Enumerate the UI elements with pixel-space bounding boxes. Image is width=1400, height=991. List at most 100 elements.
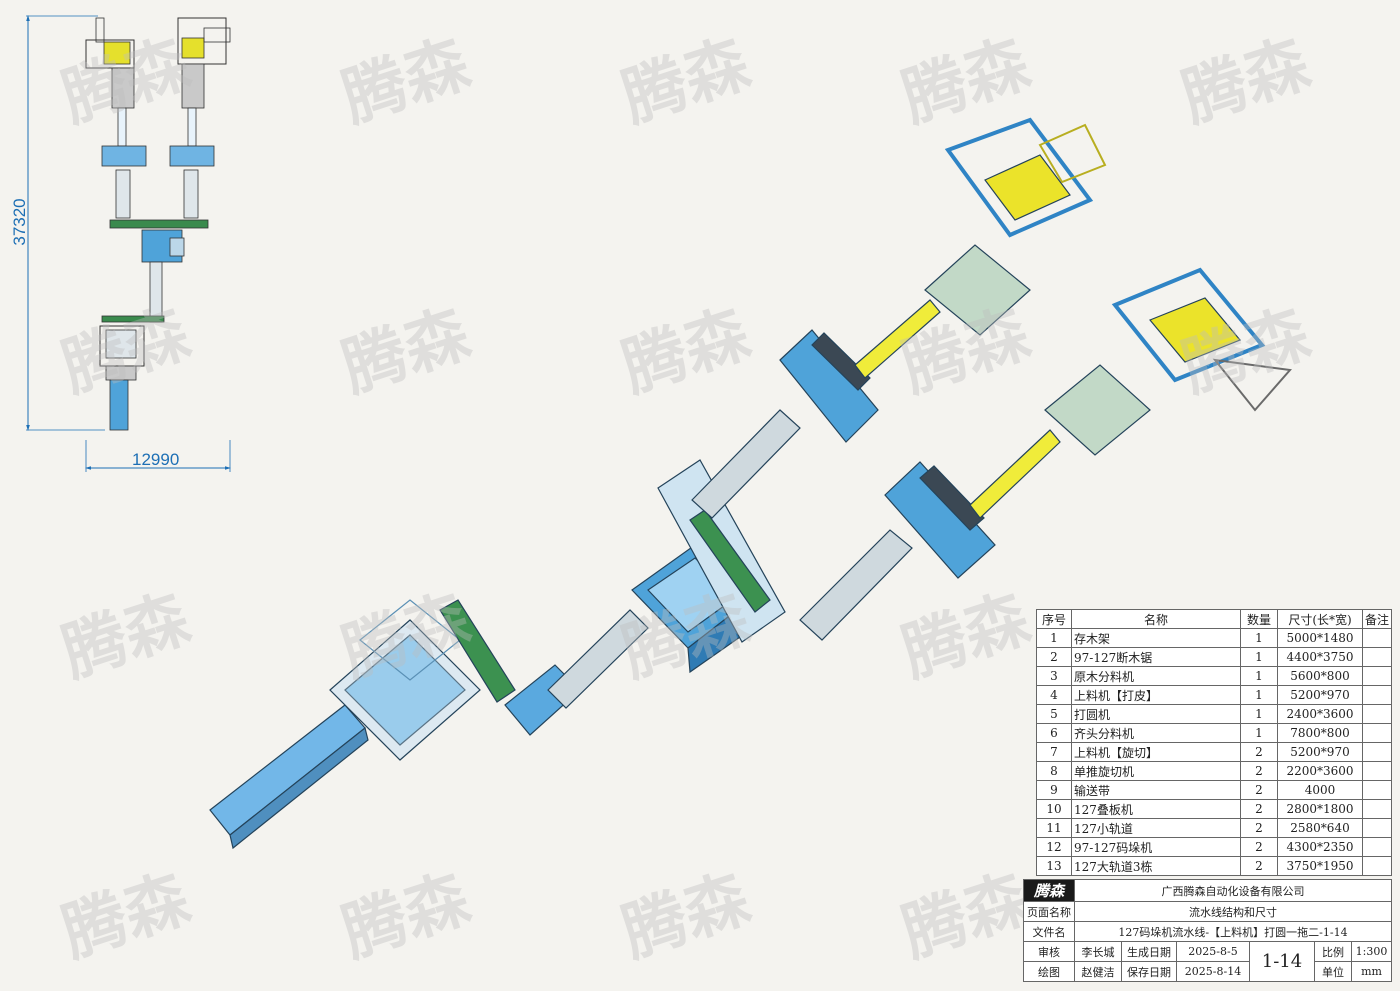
- bom-cell-note: [1362, 780, 1392, 800]
- bom-cell-no: 8: [1036, 761, 1072, 781]
- bom-cell-no: 10: [1036, 799, 1072, 819]
- feed-ramp-lower: [799, 529, 913, 641]
- bom-cell-size: 7800*800: [1277, 723, 1363, 743]
- feed-ramp-1: [547, 609, 649, 709]
- bom-cell-no: 7: [1036, 742, 1072, 762]
- bom-cell-note: [1362, 818, 1392, 838]
- bom-cell-size: 5200*970: [1277, 685, 1363, 705]
- height-dimension-text: 37320: [10, 198, 29, 246]
- bom-cell-qty: 2: [1240, 780, 1278, 800]
- large-track-lower: [1212, 358, 1292, 412]
- bom-cell-qty: 1: [1240, 666, 1278, 686]
- bom-cell-name: 97-127码垛机: [1071, 837, 1241, 857]
- bom-cell-size: 2580*640: [1277, 818, 1363, 838]
- bom-cell-no: 4: [1036, 685, 1072, 705]
- bom-cell-qty: 2: [1240, 799, 1278, 819]
- large-track-upper: [1038, 123, 1107, 184]
- bom-cell-size: 5600*800: [1277, 666, 1363, 686]
- bom-cell-no: 12: [1036, 837, 1072, 857]
- company-name: 广西腾森自动化设备有限公司: [1074, 879, 1392, 902]
- reviewer-name: 李长城: [1074, 941, 1122, 962]
- overview-plan: [26, 15, 231, 472]
- company-logo: 腾森: [1023, 879, 1075, 902]
- bom-cell-name: 127大轨道3栋: [1071, 856, 1241, 876]
- log-rack: [209, 704, 366, 836]
- feed-ramp-upper: [691, 409, 801, 519]
- bom-cell-note: [1362, 856, 1392, 876]
- bom-cell-qty: 2: [1240, 818, 1278, 838]
- rotary-peeler-lower: [884, 461, 996, 579]
- bom-cell-qty: 1: [1240, 628, 1278, 648]
- bom-header-name: 名称: [1071, 609, 1241, 629]
- scale-value: 1:300: [1351, 941, 1392, 962]
- bom-cell-name: 打圆机: [1071, 704, 1241, 724]
- production-line-3d: [209, 117, 1292, 850]
- saved-label: 保存日期: [1121, 961, 1177, 982]
- bom-cell-no: 3: [1036, 666, 1072, 686]
- drawing-number: 1-14: [1249, 941, 1315, 982]
- bom-cell-qty: 1: [1240, 723, 1278, 743]
- bom-cell-qty: 1: [1240, 647, 1278, 667]
- file-name: 127码垛机流水线-【上料机】打圆一拖二-1-14: [1074, 921, 1392, 942]
- log-splitter-conveyor: [439, 599, 516, 703]
- review-label: 审核: [1023, 941, 1075, 962]
- bom-cell-qty: 2: [1240, 761, 1278, 781]
- bom-cell-size: 4300*2350: [1277, 837, 1363, 857]
- bom-header-note: 备注: [1362, 609, 1392, 629]
- bom-header-qty: 数量: [1240, 609, 1278, 629]
- width-dimension-text: 12990: [132, 450, 180, 469]
- bom-cell-qty: 2: [1240, 742, 1278, 762]
- drawer-name: 赵健洁: [1074, 961, 1122, 982]
- saved-date: 2025-8-14: [1176, 961, 1250, 982]
- bom-header-size: 尺寸(长*宽): [1277, 609, 1363, 629]
- bom-cell-note: [1362, 837, 1392, 857]
- bom-cell-name: 齐头分料机: [1071, 723, 1241, 743]
- bom-cell-qty: 2: [1240, 856, 1278, 876]
- bom-cell-note: [1362, 628, 1392, 648]
- page-name-label: 页面名称: [1023, 901, 1075, 922]
- bom-cell-size: 4400*3750: [1277, 647, 1363, 667]
- bom-cell-no: 11: [1036, 818, 1072, 838]
- bom-cell-note: [1362, 799, 1392, 819]
- bom-cell-no: 5: [1036, 704, 1072, 724]
- bom-cell-name: 127叠板机: [1071, 799, 1241, 819]
- unit-value: mm: [1351, 961, 1392, 982]
- created-date: 2025-8-5: [1176, 941, 1250, 962]
- bom-cell-note: [1362, 647, 1392, 667]
- bom-cell-no: 13: [1036, 856, 1072, 876]
- bom-cell-name: 输送带: [1071, 780, 1241, 800]
- bom-cell-note: [1362, 685, 1392, 705]
- bom-cell-size: 5000*1480: [1277, 628, 1363, 648]
- bom-cell-name: 原木分料机: [1071, 666, 1241, 686]
- page-name: 流水线结构和尺寸: [1074, 901, 1392, 922]
- veneer-stacker-upper: [924, 244, 1031, 336]
- bom-cell-note: [1362, 666, 1392, 686]
- bom-header-row: 序号 名称 数量 尺寸(长*宽) 备注: [1036, 609, 1392, 629]
- bom-cell-size: 2400*3600: [1277, 704, 1363, 724]
- drawer-label: 绘图: [1023, 961, 1075, 982]
- bom-cell-size: 3750*1950: [1277, 856, 1363, 876]
- bom-header-no: 序号: [1036, 609, 1072, 629]
- bom-cell-qty: 1: [1240, 685, 1278, 705]
- bom-cell-name: 上料机【打皮】: [1071, 685, 1241, 705]
- small-track-lower: [969, 429, 1061, 519]
- bom-cell-no: 1: [1036, 628, 1072, 648]
- palletizer-lower-frame: [1111, 267, 1266, 383]
- unit-label: 单位: [1314, 961, 1352, 982]
- bom-cell-qty: 2: [1240, 837, 1278, 857]
- bom-cell-qty: 1: [1240, 704, 1278, 724]
- bom-cell-note: [1362, 761, 1392, 781]
